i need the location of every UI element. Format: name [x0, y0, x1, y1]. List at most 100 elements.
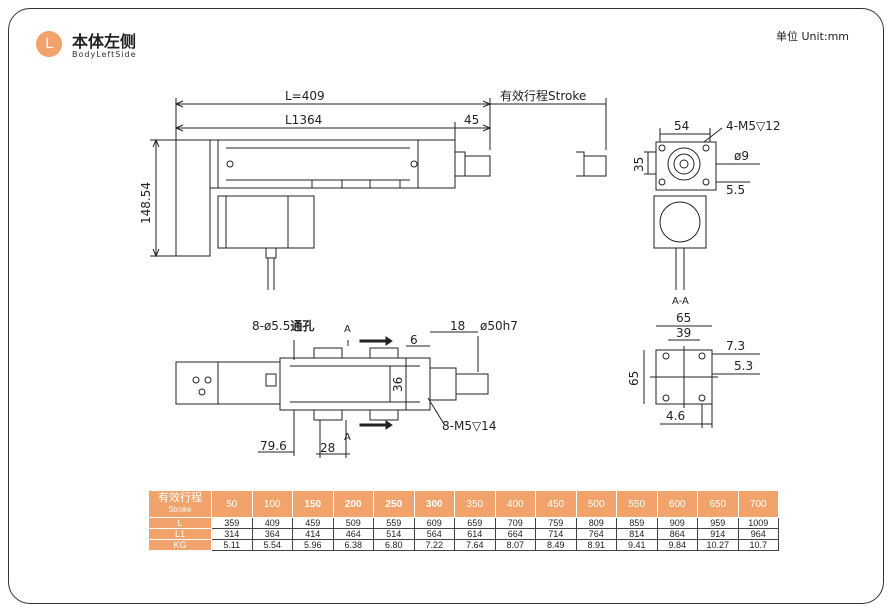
- table-cell: 8.91: [575, 539, 617, 551]
- stroke-header: 250: [373, 490, 415, 518]
- end-dim-5-5: 5.5: [726, 183, 745, 197]
- dim-28: 28: [320, 441, 335, 455]
- stroke-header: 700: [737, 490, 779, 518]
- table-cell: 9.41: [616, 539, 658, 551]
- table-cell: 759: [535, 517, 577, 529]
- table-cell: 514: [373, 528, 415, 540]
- stroke-header: 100: [251, 490, 293, 518]
- table-cell: 5.11: [211, 539, 253, 551]
- aa-dim-65-top: 65: [676, 311, 691, 325]
- table-cell: 914: [697, 528, 739, 540]
- section-badge: L: [36, 31, 62, 57]
- table-cell: 8.07: [494, 539, 536, 551]
- aa-dim-4-6: 4.6: [666, 409, 685, 423]
- table-cell: 964: [737, 528, 779, 540]
- end-bolts: 4-M5▽12: [726, 119, 780, 133]
- stroke-header: 450: [535, 490, 577, 518]
- stroke-header: 300: [413, 490, 455, 518]
- stroke-header: 400: [494, 490, 536, 518]
- page-title: 本体左侧: [72, 32, 137, 51]
- unit-label: 单位 Unit:mm: [775, 30, 849, 43]
- section-mark-top: A: [344, 324, 351, 335]
- table-cell: 614: [454, 528, 496, 540]
- table-cell: 10.27: [697, 539, 739, 551]
- stroke-header: 50: [211, 490, 253, 518]
- stroke-label: 有效行程Stroke: [500, 88, 586, 103]
- table-cell: 6.38: [332, 539, 374, 551]
- section-aa: [643, 325, 760, 428]
- dim-L1: L1364: [285, 113, 322, 127]
- table-cell: 9.84: [656, 539, 698, 551]
- end-dim-35: 35: [632, 157, 646, 172]
- table-cell: 464: [332, 528, 374, 540]
- table-cell: 359: [211, 517, 253, 529]
- dim-L: L=409: [285, 89, 325, 103]
- end-view: [644, 127, 760, 290]
- aa-dim-39: 39: [676, 326, 691, 340]
- table-cell: 714: [535, 528, 577, 540]
- end-dim-phi9: ø9: [734, 149, 749, 163]
- dim-height: 148.54: [139, 182, 153, 224]
- table-cell: 1009: [737, 517, 779, 529]
- dim-phi50: ø50h7: [480, 319, 518, 333]
- dim-79-6: 79.6: [260, 439, 287, 453]
- table-cell: 8.49: [535, 539, 577, 551]
- table-cell: 10.7: [737, 539, 779, 551]
- dim-18: 18: [450, 319, 465, 333]
- section-mark-bottom: A: [344, 432, 351, 443]
- stroke-header: 600: [656, 490, 698, 518]
- plan-view: [175, 331, 489, 458]
- aa-dim-5-3: 5.3: [734, 359, 753, 373]
- bolt-label-bottom: 8-M5▽14: [442, 419, 496, 433]
- dim-36: 36: [391, 377, 405, 392]
- table-cell: 459: [292, 517, 334, 529]
- stroke-header: 200: [332, 490, 374, 518]
- table-cell: 609: [413, 517, 455, 529]
- dim-6: 6: [410, 333, 418, 347]
- table-cell: 564: [413, 528, 455, 540]
- stroke-header: 150: [292, 490, 334, 518]
- dim-45: 45: [464, 113, 479, 127]
- table-cell: 509: [332, 517, 374, 529]
- side-view: [150, 98, 607, 290]
- aa-title: A-A: [672, 296, 689, 307]
- stroke-header: 550: [616, 490, 658, 518]
- table-cell: 864: [656, 528, 698, 540]
- stroke-header: 350: [454, 490, 496, 518]
- table-cell: 409: [251, 517, 293, 529]
- page-subtitle: BodyLeftSide: [72, 50, 137, 59]
- table-cell: 5.96: [292, 539, 334, 551]
- table-cell: 559: [373, 517, 415, 529]
- table-cell: 414: [292, 528, 334, 540]
- stroke-header: 500: [575, 490, 617, 518]
- hole-label: 8-ø5.5通孔: [252, 318, 314, 333]
- table-cell: 364: [251, 528, 293, 540]
- table-cell: 7.22: [413, 539, 455, 551]
- row-label: KG: [148, 539, 212, 551]
- table-cell: 909: [656, 517, 698, 529]
- table-cell: 6.80: [373, 539, 415, 551]
- table-cell: 664: [494, 528, 536, 540]
- row-label: L: [148, 517, 212, 529]
- table-cell: 764: [575, 528, 617, 540]
- table-cell: 809: [575, 517, 617, 529]
- aa-dim-7-3: 7.3: [726, 339, 745, 353]
- table-cell: 859: [616, 517, 658, 529]
- table-cell: 959: [697, 517, 739, 529]
- row-label: L1: [148, 528, 212, 540]
- table-cell: 709: [494, 517, 536, 529]
- table-cell: 7.64: [454, 539, 496, 551]
- table-cell: 5.54: [251, 539, 293, 551]
- page-frame: [8, 8, 884, 604]
- end-dim-54: 54: [674, 119, 689, 133]
- table-cell: 814: [616, 528, 658, 540]
- table-cell: 314: [211, 528, 253, 540]
- aa-dim-65-side: 65: [627, 371, 641, 386]
- table-cell: 659: [454, 517, 496, 529]
